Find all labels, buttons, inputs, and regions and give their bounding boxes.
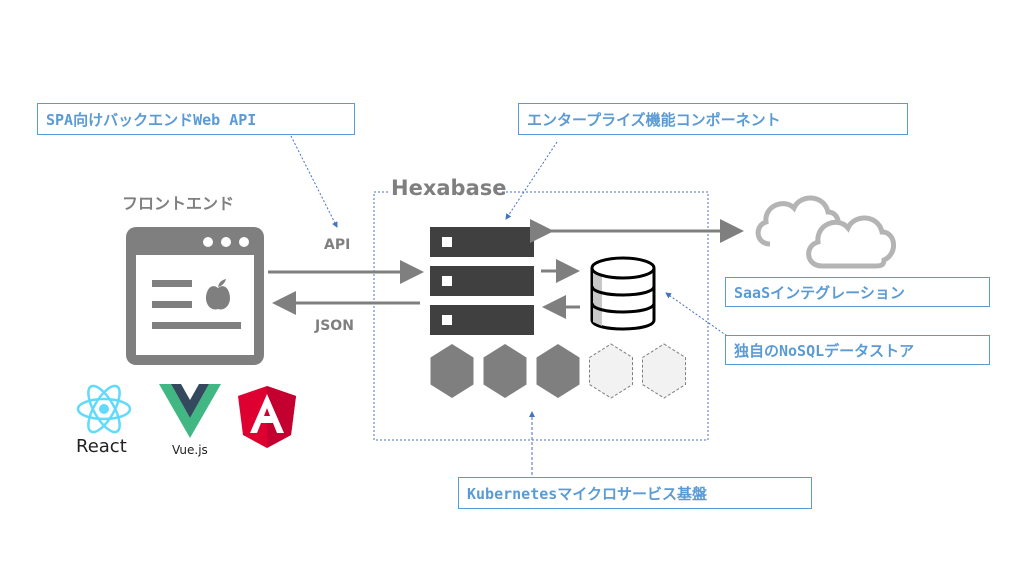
callout-nosql-text: 独自のNoSQLデータストア xyxy=(734,341,915,360)
callout-enterprise: エンタープライズ機能コンポーネント xyxy=(518,103,908,135)
hexagon-active xyxy=(430,344,474,398)
database-icon xyxy=(590,256,656,331)
browser-window-icon xyxy=(126,227,264,365)
callout-spa-api: SPA向けバックエンドWeb API xyxy=(37,103,355,135)
pointer-enterprise xyxy=(505,141,558,220)
hexagon-active xyxy=(483,344,527,398)
callout-saas: SaaSインテグレーション xyxy=(725,277,990,307)
pointer-nosql xyxy=(665,292,731,339)
angular-logo-icon xyxy=(238,386,296,448)
react-logo-icon xyxy=(76,384,132,434)
hexagon-inactive xyxy=(642,343,686,399)
server-stack-icon xyxy=(430,227,534,335)
react-label: React xyxy=(76,436,127,457)
saas-cloud-icon xyxy=(755,195,896,269)
callout-spa-api-text: SPA向けバックエンドWeb API xyxy=(46,110,257,129)
hexagon-inactive xyxy=(589,343,633,399)
callout-enterprise-text: エンタープライズ機能コンポーネント xyxy=(527,110,781,129)
callout-saas-text: SaaSインテグレーション xyxy=(734,283,905,302)
callout-kubernetes: Kubernetesマイクロサービス基盤 xyxy=(458,477,812,509)
hexabase-title: Hexabase xyxy=(391,176,507,200)
hexabase-container xyxy=(373,191,709,441)
callout-nosql: 独自のNoSQLデータストア xyxy=(725,335,990,365)
hexagon-active xyxy=(536,344,580,398)
pointer-spa-api xyxy=(290,135,338,228)
api-label: API xyxy=(324,237,351,253)
apple-icon xyxy=(206,279,230,310)
callout-kubernetes-text: Kubernetesマイクロサービス基盤 xyxy=(467,484,708,503)
vue-logo-icon xyxy=(159,384,221,438)
json-label: JSON xyxy=(315,318,354,334)
vue-label: Vue.js xyxy=(172,443,208,457)
microservice-hexagons xyxy=(430,343,686,399)
frontend-label: フロントエンド xyxy=(122,194,235,213)
